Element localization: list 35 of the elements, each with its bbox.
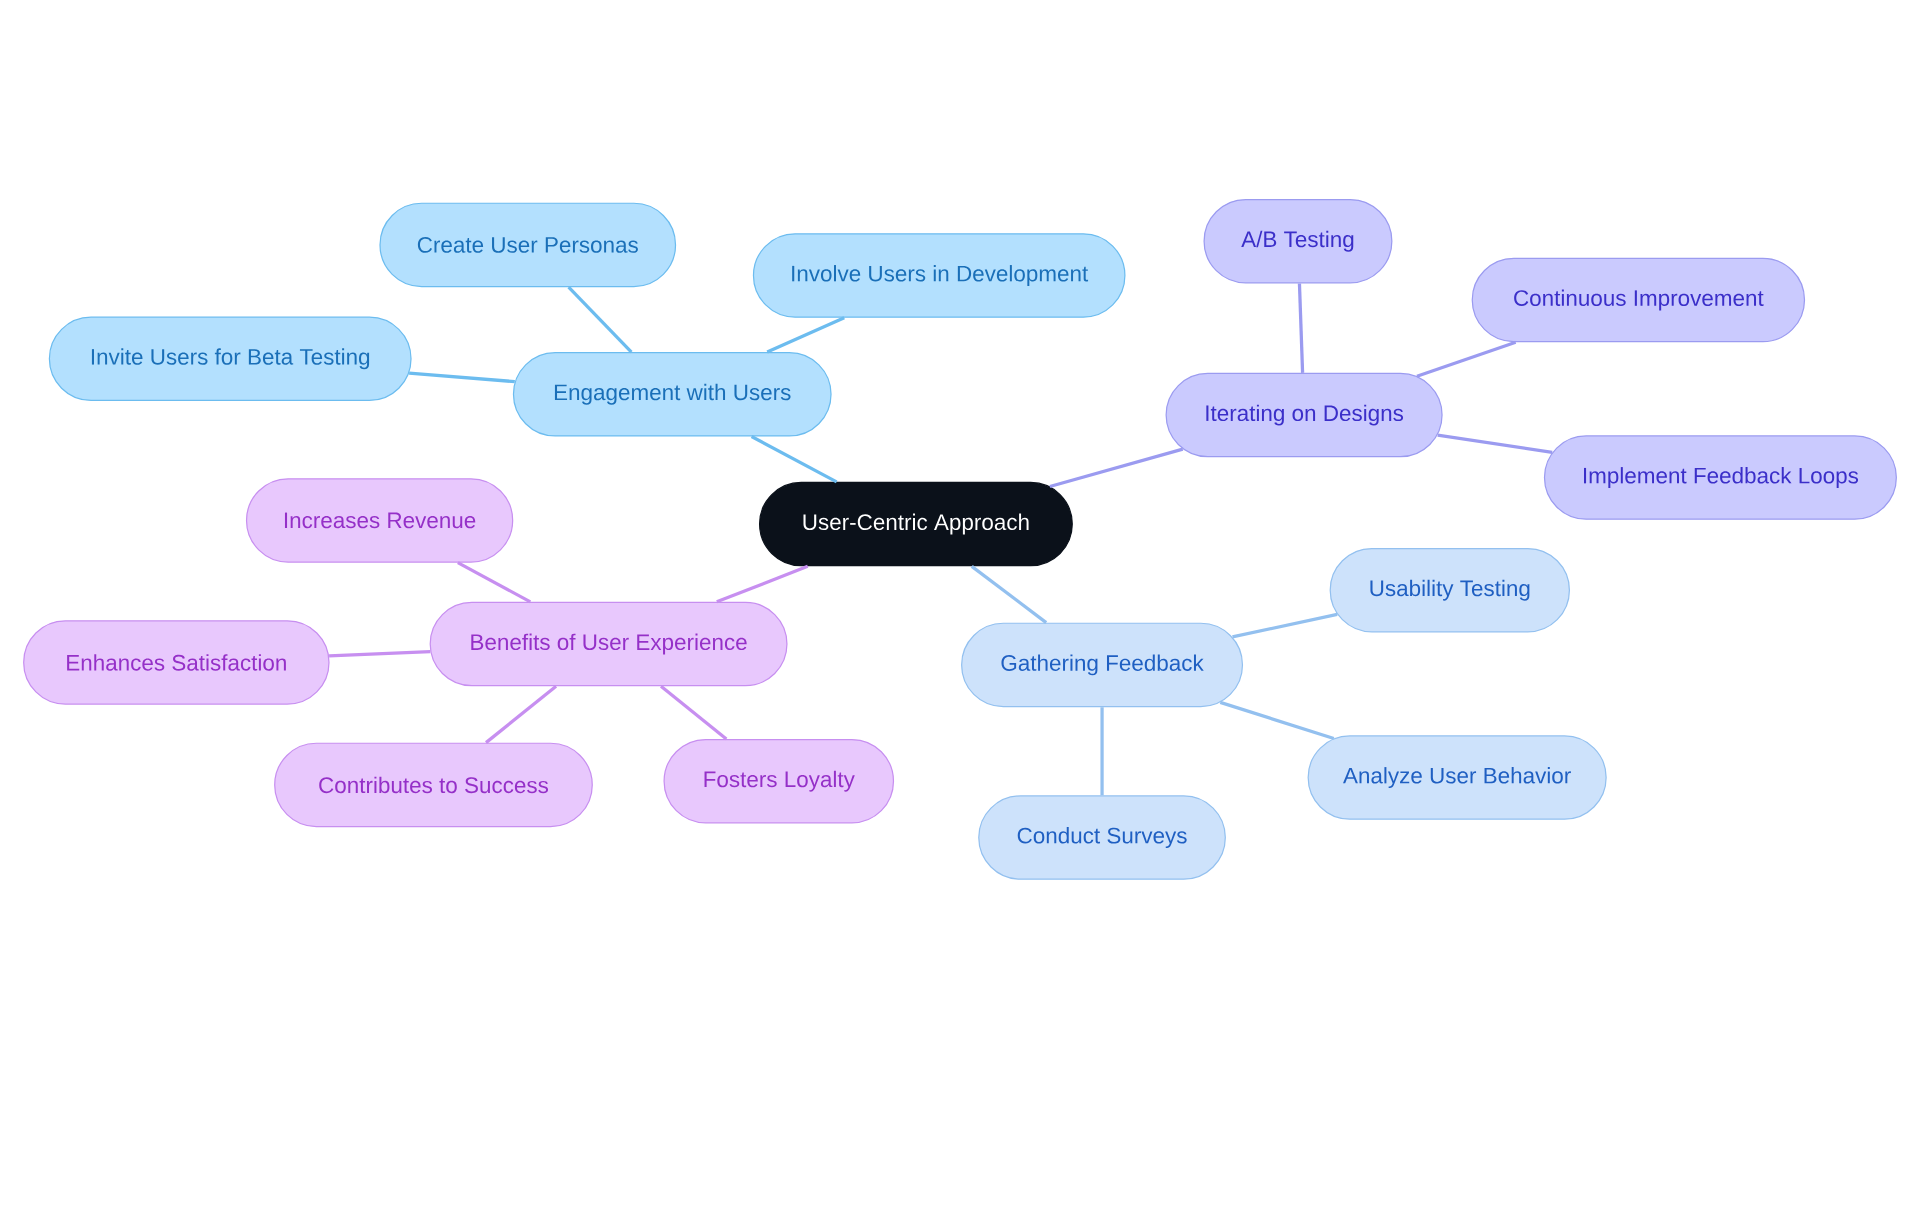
connector-line — [1437, 433, 1553, 455]
topic-bubble: Increases Revenue — [245, 478, 514, 563]
topic-bubble: Analyze User Behavior — [1307, 735, 1607, 820]
connector-line — [766, 316, 845, 354]
root-node: User-Centric Approach — [759, 482, 1073, 567]
topic-bubble: Benefits of User Experience — [429, 602, 788, 687]
topic-bubble: Engagement with Users — [512, 352, 832, 437]
topic-bubble: Conduct Surveys — [978, 795, 1226, 880]
topic-bubble: Implement Feedback Loops — [1543, 435, 1897, 520]
topic-bubble: Contributes to Success — [274, 742, 593, 828]
connector-line — [970, 565, 1048, 625]
topic-bubble: Usability Testing — [1329, 548, 1570, 633]
topic-bubble: A/B Testing — [1203, 199, 1393, 284]
topic-bubble: Invite Users for Beta Testing — [48, 316, 412, 402]
connector-line — [750, 435, 838, 484]
connector-line — [660, 685, 728, 741]
connector-line — [1416, 340, 1517, 378]
topic-bubble: Enhances Satisfaction — [23, 620, 330, 705]
topic-bubble: Fosters Loyalty — [663, 739, 895, 824]
connector-line — [567, 286, 633, 354]
connector-line — [1049, 447, 1184, 489]
connector-line — [485, 685, 558, 745]
connector-line — [457, 561, 532, 604]
connector-line — [1100, 707, 1104, 796]
connector-line — [329, 650, 431, 658]
connector-line — [1232, 612, 1338, 639]
connector-line — [409, 371, 515, 384]
topic-bubble: Involve Users in Development — [752, 233, 1126, 318]
connector-line — [716, 564, 809, 604]
connector-line — [1297, 283, 1305, 374]
topic-bubble: Iterating on Designs — [1165, 373, 1443, 458]
topic-bubble: Continuous Improvement — [1471, 257, 1806, 343]
connector-line — [1219, 701, 1335, 741]
topic-bubble: Gathering Feedback — [961, 622, 1244, 708]
topic-bubble: Create User Personas — [379, 202, 677, 288]
